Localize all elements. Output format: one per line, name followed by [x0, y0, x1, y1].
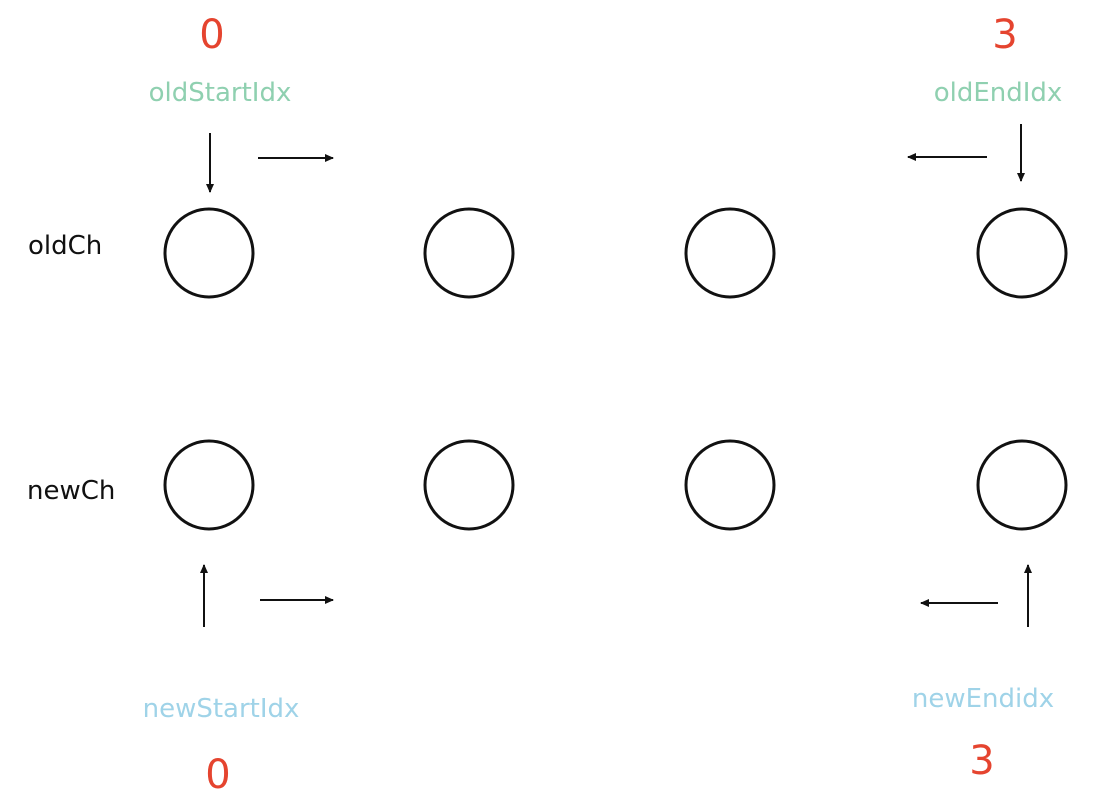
- old-node-0: [163, 207, 255, 299]
- new-children-row-label: newCh: [27, 476, 115, 506]
- new-start-pointer-label: newStartIdx: [143, 694, 300, 724]
- old-children-row-label: oldCh: [28, 231, 102, 261]
- new-end-index-number: 3: [969, 738, 994, 784]
- new-node-2: [684, 439, 776, 531]
- old-end-index-number: 3: [992, 12, 1017, 58]
- old-node-2: [684, 207, 776, 299]
- new-node-3: [976, 439, 1068, 531]
- old-node-1: [423, 207, 515, 299]
- new-node-0: [163, 439, 255, 531]
- new-children-row: [163, 439, 1068, 531]
- old-node-3: [976, 207, 1068, 299]
- old-children-row: [163, 207, 1068, 299]
- old-end-pointer-label: oldEndIdx: [934, 78, 1063, 108]
- new-start-index-number: 0: [205, 752, 230, 798]
- new-node-1: [423, 439, 515, 531]
- old-start-index-number: 0: [199, 12, 224, 58]
- old-start-pointer-label: oldStartIdx: [149, 78, 292, 108]
- new-end-pointer-label: newEndidx: [912, 684, 1054, 714]
